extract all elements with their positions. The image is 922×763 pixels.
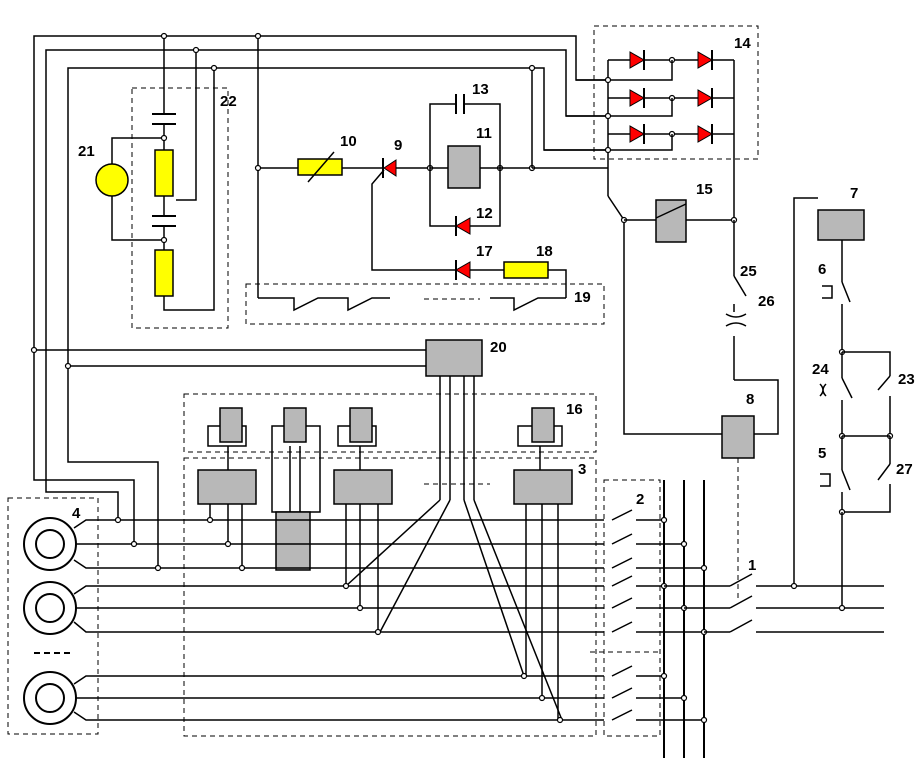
label-23: 23 bbox=[898, 371, 915, 388]
label-24: 24 bbox=[812, 361, 829, 378]
label-21: 21 bbox=[78, 143, 95, 160]
label-6: 6 bbox=[818, 261, 826, 278]
diode-bridge-14 bbox=[544, 50, 735, 218]
label-9: 9 bbox=[394, 137, 402, 154]
label-14: 14 bbox=[734, 35, 751, 52]
label-11: 11 bbox=[476, 125, 492, 142]
sensor-blocks bbox=[197, 407, 573, 720]
label-26: 26 bbox=[758, 293, 775, 310]
phase-lines bbox=[73, 480, 884, 758]
control-block bbox=[254, 32, 608, 312]
label-20: 20 bbox=[490, 339, 507, 356]
component-labels: 1 2 3 4 5 6 7 8 9 10 11 12 13 14 15 16 1… bbox=[72, 35, 915, 574]
label-8: 8 bbox=[746, 391, 754, 408]
label-13: 13 bbox=[472, 81, 489, 98]
label-4: 4 bbox=[72, 505, 81, 522]
label-22: 22 bbox=[220, 93, 237, 110]
label-16: 16 bbox=[566, 401, 583, 418]
right-control bbox=[793, 197, 894, 610]
label-25: 25 bbox=[740, 263, 757, 280]
label-1: 1 bbox=[748, 557, 756, 574]
label-10: 10 bbox=[340, 133, 357, 150]
label-15: 15 bbox=[696, 181, 713, 198]
dashed-enclosures bbox=[7, 25, 759, 737]
label-3: 3 bbox=[578, 461, 586, 478]
label-12: 12 bbox=[476, 205, 493, 222]
label-5: 5 bbox=[818, 445, 826, 462]
label-27: 27 bbox=[896, 461, 913, 478]
label-17: 17 bbox=[476, 243, 493, 260]
label-19: 19 bbox=[574, 289, 591, 306]
generator-21-icon bbox=[95, 163, 129, 197]
generators-4 bbox=[23, 517, 77, 725]
label-18: 18 bbox=[536, 243, 553, 260]
relay-15-branch bbox=[607, 195, 779, 600]
label-2: 2 bbox=[636, 491, 644, 508]
label-7: 7 bbox=[850, 185, 858, 202]
exciter-block-22 bbox=[95, 32, 218, 297]
block-20 bbox=[30, 339, 563, 721]
